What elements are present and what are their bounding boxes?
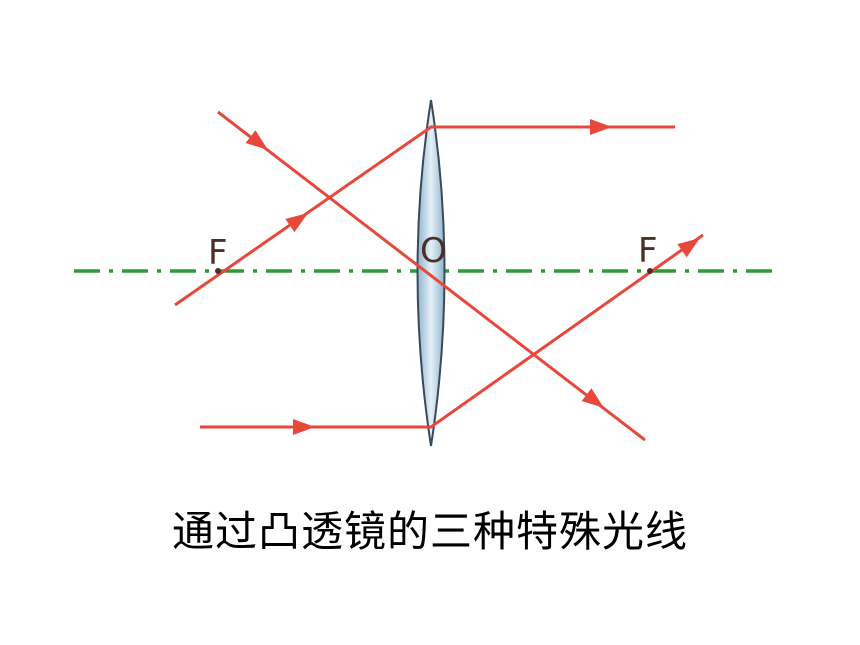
label-optical-center: O (420, 231, 447, 271)
ray2-arrow-in (245, 130, 268, 150)
ray1-arrow-in (285, 213, 308, 233)
ray1-arrow-out (590, 119, 612, 135)
ray3-arrow-in (293, 419, 315, 435)
ray-parallel-to-focus (200, 233, 704, 429)
diagram-caption: 通过凸透镜的三种特殊光线 (171, 507, 688, 556)
focal-point-left (215, 268, 221, 274)
ray-through-optical-center (217, 110, 646, 442)
label-focus-right: F (638, 231, 658, 271)
ray3-arrow-out (677, 238, 700, 258)
label-focus-left: F (208, 233, 228, 273)
focal-point-right (647, 268, 653, 274)
ray2-arrow-out (581, 388, 604, 408)
convex-lens (416, 99, 446, 447)
